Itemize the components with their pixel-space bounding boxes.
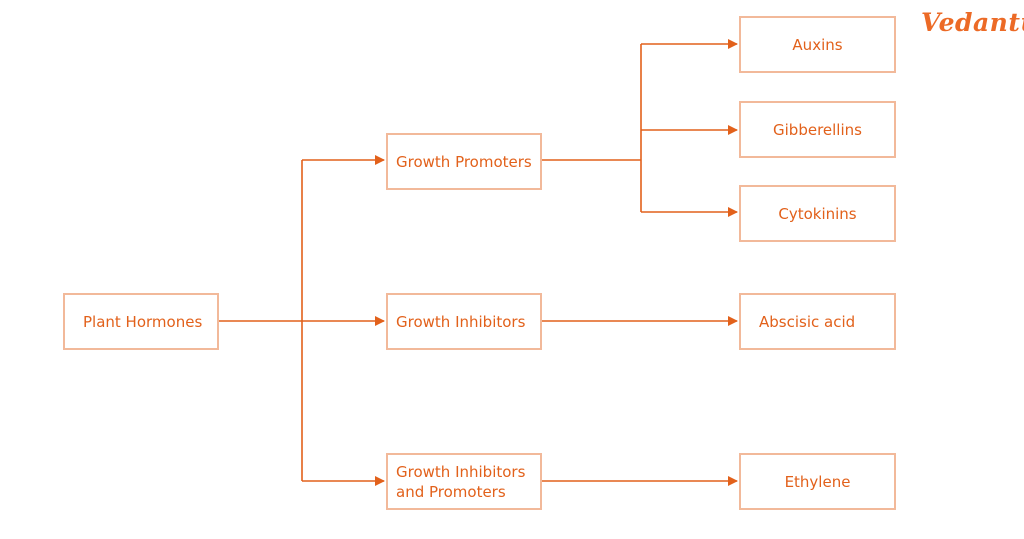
node-cytokinins: Cytokinins (739, 185, 896, 242)
node-label: Growth Inhibitors and Promoters (396, 462, 526, 501)
node-growth-promoters: Growth Promoters (386, 133, 542, 190)
node-plant-hormones: Plant Hormones (63, 293, 219, 350)
node-growth-inhibitors-and-promoters: Growth Inhibitors and Promoters (386, 453, 542, 510)
node-label: Growth Inhibitors (396, 312, 526, 331)
node-label: Cytokinins (778, 204, 857, 223)
node-label: Gibberellins (773, 120, 862, 139)
node-label: Abscisic acid (759, 312, 856, 331)
vedantu-logo: Vedantu (921, 8, 1024, 37)
node-label: Growth Promoters (396, 152, 532, 171)
node-auxins: Auxins (739, 16, 896, 73)
node-ethylene: Ethylene (739, 453, 896, 510)
node-label: Auxins (792, 35, 843, 54)
node-growth-inhibitors: Growth Inhibitors (386, 293, 542, 350)
node-abscisic-acid: Abscisic acid (739, 293, 896, 350)
node-gibberellins: Gibberellins (739, 101, 896, 158)
node-label: Plant Hormones (83, 312, 203, 331)
node-label: Ethylene (784, 472, 851, 491)
